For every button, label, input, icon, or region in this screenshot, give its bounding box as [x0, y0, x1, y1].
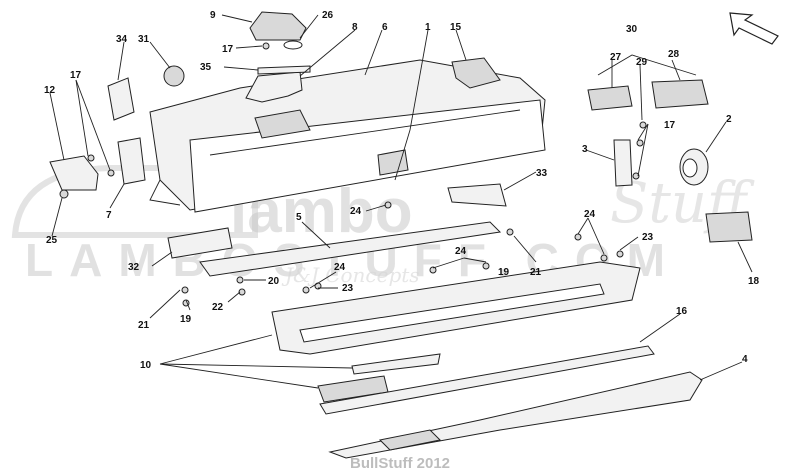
label-21-right: 21 [530, 267, 542, 278]
label-24-left: 24 [334, 262, 346, 273]
label-6: 6 [382, 22, 388, 33]
label-24-right: 24 [584, 209, 596, 220]
label-3: 3 [582, 144, 588, 155]
label-21-left: 21 [138, 320, 150, 331]
part-16-trim [319, 345, 655, 415]
label-8: 8 [352, 22, 358, 33]
part-26-clip [283, 40, 303, 50]
part-12-bracket [49, 155, 99, 191]
watermark-tagline: J&J Concepts [281, 263, 420, 287]
label-34: 34 [116, 34, 128, 45]
label-19-right: 19 [498, 267, 510, 278]
part-33-bracket [447, 183, 507, 207]
part-28-bracket [651, 79, 709, 109]
label-26: 26 [322, 10, 334, 21]
label-19-left: 19 [180, 314, 192, 325]
label-22: 22 [212, 302, 224, 313]
label-17-left: 17 [70, 70, 82, 81]
part-15-latch [451, 57, 501, 89]
screws [59, 42, 647, 307]
part-labels: 9 26 17 8 6 1 15 35 34 31 17 12 7 25 30 … [44, 10, 760, 371]
label-7: 7 [106, 210, 112, 221]
label-10: 10 [140, 360, 152, 371]
direction-arrow-icon [729, 12, 779, 45]
label-16: 16 [676, 306, 688, 317]
part-9-latch [249, 11, 307, 41]
part-10-handle [351, 353, 441, 375]
footer-credit: BullStuff 2012 [350, 455, 450, 472]
label-23-right: 23 [642, 232, 654, 243]
label-24-mid: 24 [455, 246, 467, 257]
label-5: 5 [296, 212, 302, 223]
part-32-bracket [167, 227, 233, 259]
label-2: 2 [726, 114, 732, 125]
label-18: 18 [748, 276, 760, 287]
label-17-top: 17 [222, 44, 234, 55]
label-17-right: 17 [664, 120, 676, 131]
label-32: 32 [128, 262, 140, 273]
label-12: 12 [44, 85, 56, 96]
label-29: 29 [636, 57, 648, 68]
label-27: 27 [610, 52, 622, 63]
part-31-cap [163, 65, 185, 87]
label-9: 9 [210, 10, 216, 21]
part-7-plate [117, 137, 146, 185]
label-25: 25 [46, 235, 58, 246]
part-8-bracket [245, 71, 303, 103]
part-18-switch [705, 211, 753, 243]
part-3-bracket [613, 139, 633, 187]
part-35-rod [257, 65, 311, 75]
label-15: 15 [450, 22, 462, 33]
part-27-bracket [587, 85, 633, 111]
label-4: 4 [742, 354, 748, 365]
label-24-center: 24 [350, 206, 362, 217]
watermark: lambo Stuff LAMBOSTUFF.COM J&J Concepts [11, 165, 755, 287]
label-20: 20 [268, 276, 280, 287]
label-31: 31 [138, 34, 150, 45]
label-30: 30 [626, 24, 638, 35]
label-1: 1 [425, 22, 431, 33]
leader-lines [49, 14, 753, 389]
part-34-hinge [107, 77, 135, 121]
label-28: 28 [668, 49, 680, 60]
part-5-rail [199, 221, 502, 277]
label-23-left: 23 [342, 283, 354, 294]
label-35: 35 [200, 62, 212, 73]
label-33: 33 [536, 168, 548, 179]
